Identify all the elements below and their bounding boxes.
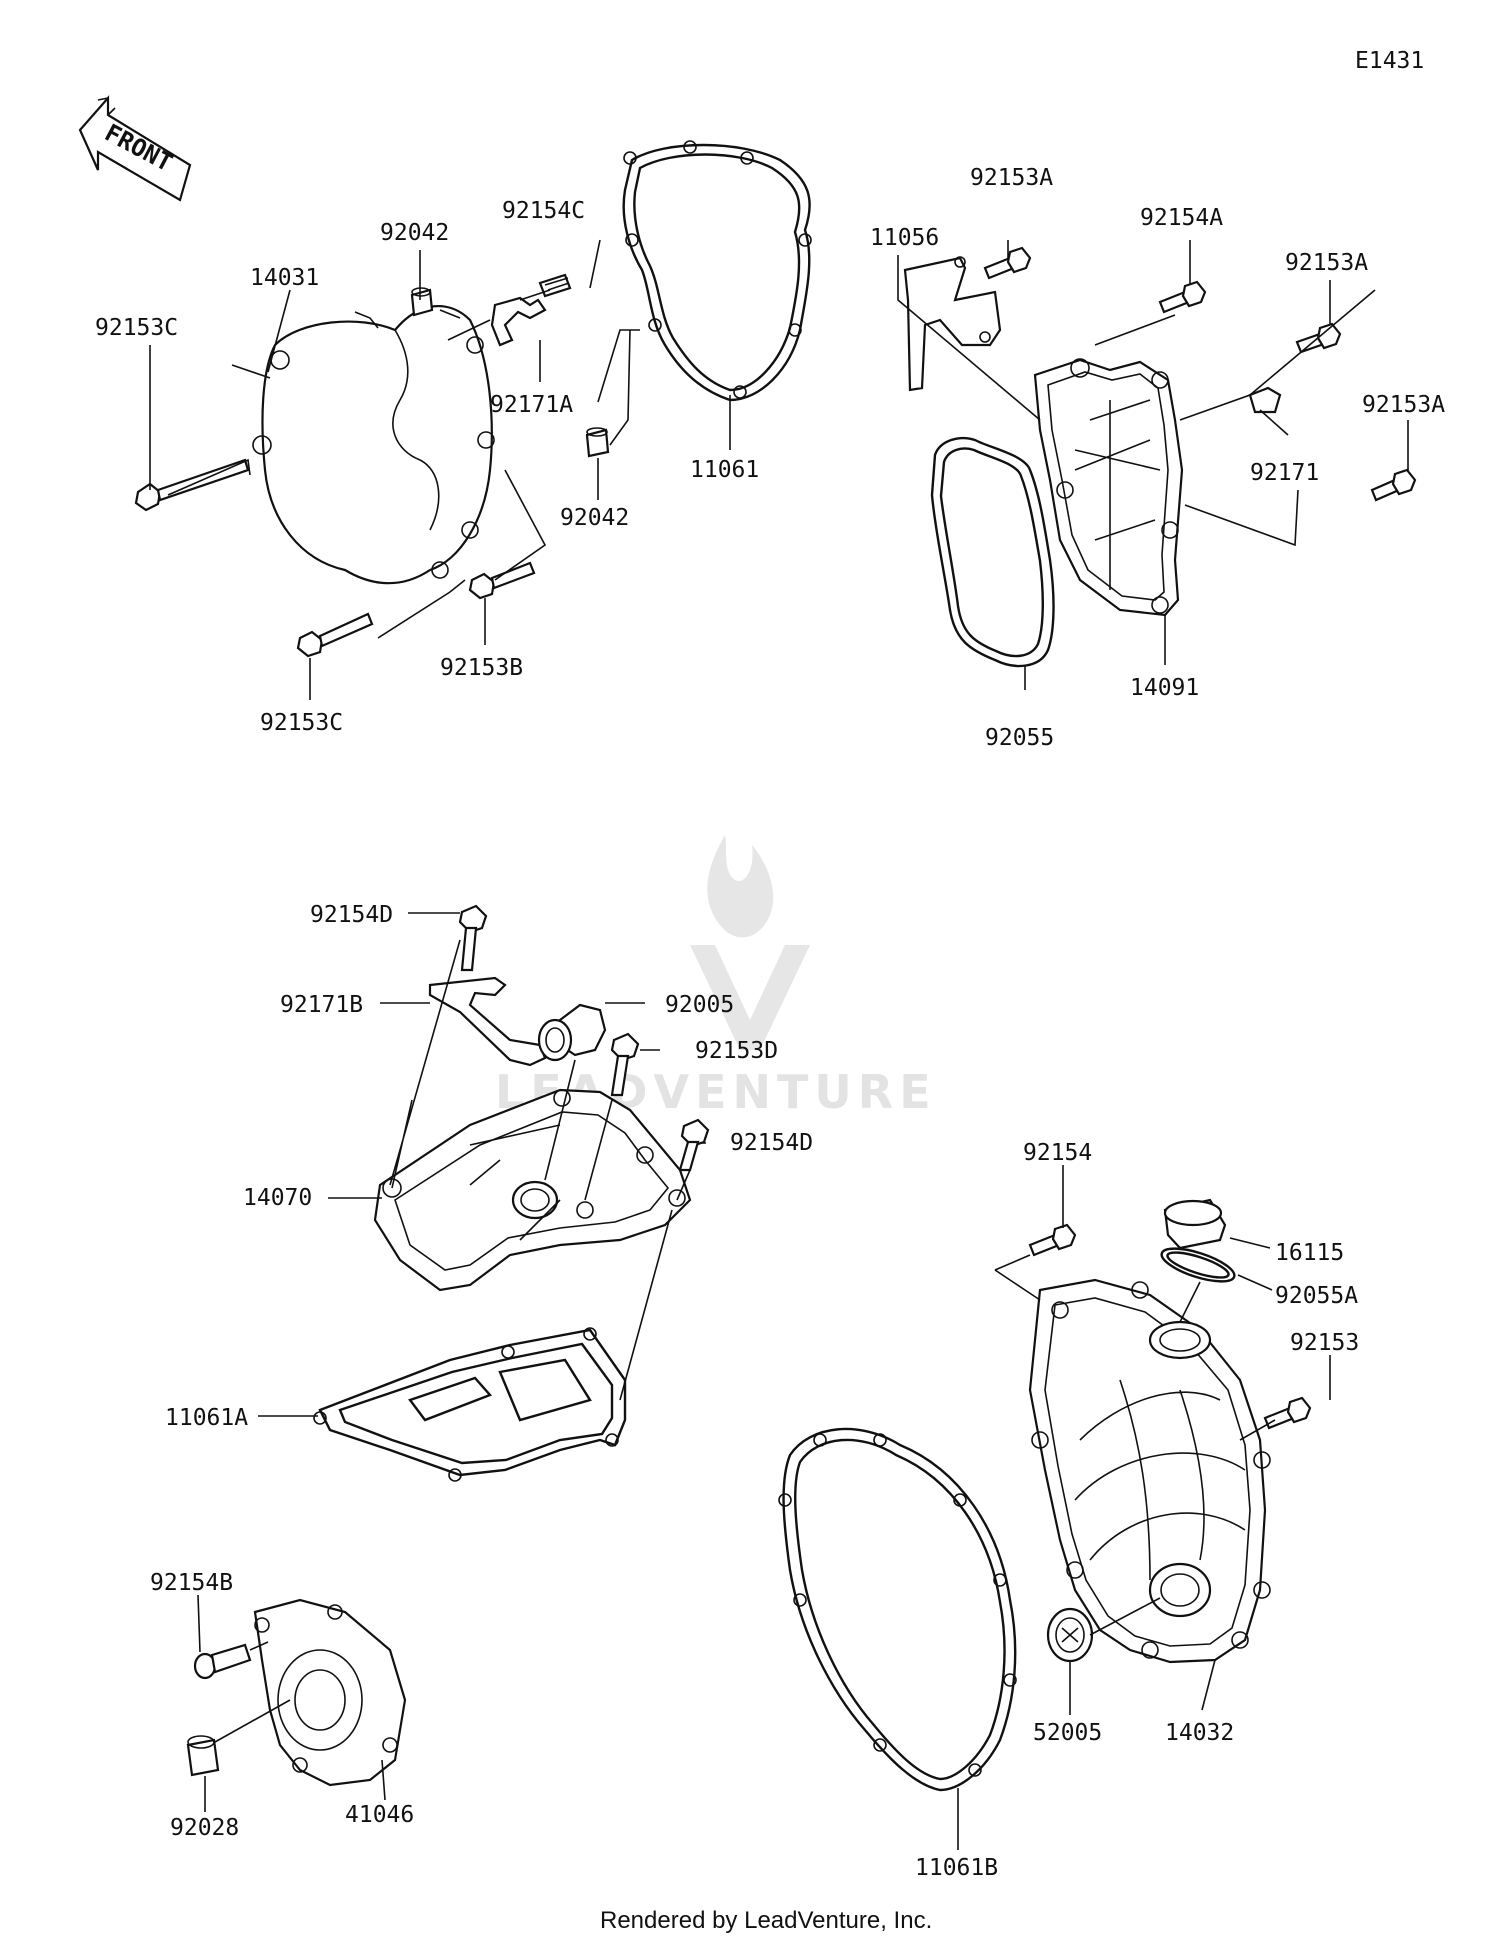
clamp-92171 <box>1248 386 1282 414</box>
gasket-11061 <box>622 140 812 402</box>
label-11056: 11056 <box>870 225 939 251</box>
cover-14032 <box>1028 1278 1271 1664</box>
leadventure-watermark: LEADVENTURE <box>495 835 931 1119</box>
label-92028: 92028 <box>170 1815 239 1841</box>
label-92005: 92005 <box>665 992 734 1018</box>
clamp-92171A <box>490 296 547 347</box>
label-14091: 14091 <box>1130 675 1199 701</box>
label-14031: 14031 <box>250 265 319 291</box>
label-14032: 14032 <box>1165 1720 1234 1746</box>
collar-92028 <box>186 1735 220 1777</box>
label-92153: 92153 <box>1290 1330 1359 1356</box>
label-92042-bottom: 92042 <box>560 505 629 531</box>
bolt-92154 <box>1028 1223 1077 1257</box>
bracket-11056 <box>903 256 1002 392</box>
fitting-92005 <box>537 1003 607 1062</box>
front-arrow-icon: FRONT <box>78 95 192 202</box>
gasket-92055 <box>930 436 1055 668</box>
label-92153D: 92153D <box>695 1038 778 1064</box>
dowel-92042-bottom <box>585 427 610 458</box>
gasket-11061B <box>778 1427 1017 1792</box>
label-92153C-left: 92153C <box>95 315 178 341</box>
label-92171B: 92171B <box>280 992 363 1018</box>
dowel-92042-top <box>410 287 434 317</box>
label-92154B: 92154B <box>150 1570 233 1596</box>
label-92153A-right: 92153A <box>1362 392 1445 418</box>
label-92153B: 92153B <box>440 655 523 681</box>
label-92153C-bottom: 92153C <box>260 710 343 736</box>
label-92154D-top: 92154D <box>310 902 393 928</box>
label-11061: 11061 <box>690 457 759 483</box>
label-92153A-right-top: 92153A <box>1285 250 1368 276</box>
cover-14070 <box>373 1088 692 1292</box>
bolt-92153B <box>468 561 536 600</box>
o-ring-92055A <box>1160 1247 1236 1283</box>
label-92042-top: 92042 <box>380 220 449 246</box>
label-16115: 16115 <box>1275 1240 1344 1266</box>
bolt-92154B <box>193 1643 252 1680</box>
bolt-92153A-right <box>1370 468 1417 502</box>
cover-14091 <box>1033 358 1184 617</box>
bolt-92153C-bottom <box>296 612 374 658</box>
label-92154: 92154 <box>1023 1140 1092 1166</box>
label-92171: 92171 <box>1250 460 1319 486</box>
engine-cover-14031 <box>252 305 495 585</box>
bolt-92154A <box>1158 280 1207 314</box>
label-92154D-right: 92154D <box>730 1130 813 1156</box>
bolt-92154D-top <box>458 904 488 972</box>
diagram-code: E1431 <box>1355 48 1424 74</box>
gasket-11061A <box>313 1327 627 1482</box>
label-92154C: 92154C <box>502 198 585 224</box>
bolt-92154D-right <box>678 1118 710 1172</box>
clamp-92171B <box>428 976 547 1067</box>
bolt-92153A-top <box>983 246 1032 280</box>
label-41046: 41046 <box>345 1802 414 1828</box>
label-92055A: 92055A <box>1275 1283 1358 1309</box>
label-11061B: 11061B <box>915 1855 998 1881</box>
label-92154A: 92154A <box>1140 205 1223 231</box>
oil-seal-52005 <box>1046 1607 1094 1663</box>
label-92153A-top: 92153A <box>970 165 1053 191</box>
bolt-92153D <box>610 1032 640 1097</box>
bolt-92153 <box>1263 1396 1312 1430</box>
cover-41046 <box>253 1598 407 1787</box>
label-11061A: 11061A <box>165 1405 248 1431</box>
cap-16115 <box>1163 1198 1227 1250</box>
label-92171A: 92171A <box>490 392 573 418</box>
footer-credit: Rendered by LeadVenture, Inc. <box>600 1907 932 1934</box>
label-52005: 52005 <box>1033 1720 1102 1746</box>
bolt-92154C <box>538 273 572 298</box>
label-14070: 14070 <box>243 1185 312 1211</box>
label-92055: 92055 <box>985 725 1054 751</box>
